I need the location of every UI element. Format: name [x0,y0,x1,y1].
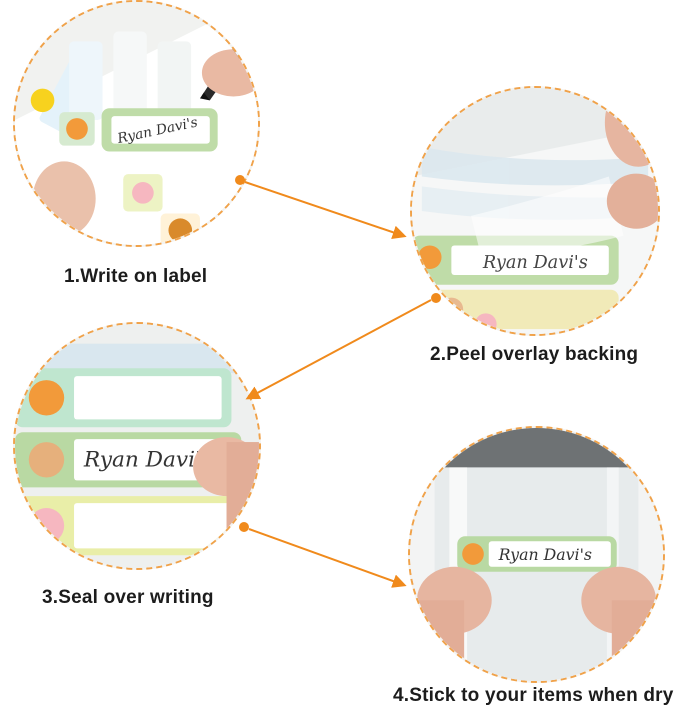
lion-icon [168,218,193,243]
thumb [606,173,658,229]
thumb [32,161,96,237]
step4-label: 4.Stick to your items when dry [393,685,674,706]
chick-icon [30,88,55,113]
step2-illustration: Ryan Davi's [412,88,658,334]
pig-icon [474,313,497,334]
finger [604,88,658,167]
jar-lid [434,428,639,468]
finger [201,49,258,97]
pig-icon [132,182,154,204]
step4-illustration: Ryan Davi's [410,428,663,681]
step1-illustration: Ryan Davi's [15,2,258,245]
step4-photo: Ryan Davi's [408,426,665,683]
step3-label: 3.Seal over writing [42,587,214,608]
step2-photo: Ryan Davi's [410,86,660,336]
tiger-icon [417,245,442,270]
tiger-icon [462,543,484,565]
bear-icon [28,442,65,478]
step1-label: 1.Write on label [64,266,208,287]
label-strips [39,31,192,135]
step3-written-name: Ryan Davi's [83,448,212,473]
step2-written-name: Ryan Davi's [482,253,588,273]
tiger-icon [66,118,88,140]
arrow-step1-to-step2 [235,175,407,240]
arrow-step3-to-step4 [239,522,407,588]
pig-icon [28,507,65,544]
step2-label: 2.Peel overlay backing [430,344,639,365]
bear-icon [439,297,464,322]
tiger-icon [28,380,65,416]
step1-photo: Ryan Davi's [13,0,260,247]
step3-illustration: Ryan Davi's [15,324,259,568]
step3-photo: Ryan Davi's [13,322,261,570]
step4-written-name: Ryan Davi's [498,545,592,564]
